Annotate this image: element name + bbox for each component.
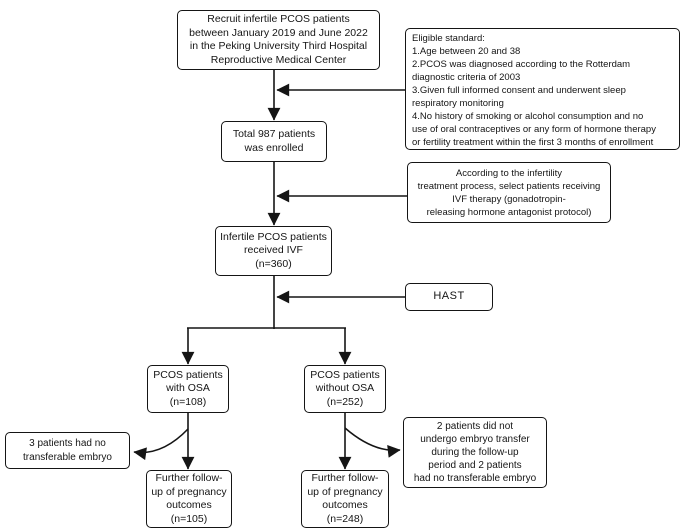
ivf-selection-note-box: According to the infertility treatment p… (407, 162, 611, 223)
enrolled-total-box: Total 987 patients was enrolled (221, 121, 327, 162)
non-osa-followup-box: Further follow- up of pregnancy outcomes… (301, 470, 389, 528)
eligibility-criteria-box: Eligible standard: 1.Age between 20 and … (405, 28, 680, 150)
non-osa-excluded-box: 2 patients did not undergo embryo transf… (403, 417, 547, 488)
recruit-box: Recruit infertile PCOS patients between … (177, 10, 380, 70)
non-osa-group-box: PCOS patients without OSA (n=252) (304, 365, 386, 413)
arrow-non-osa-to-excluded (344, 427, 401, 458)
osa-excluded-box: 3 patients had no transferable embryo (5, 432, 130, 469)
osa-group-box: PCOS patients with OSA (n=108) (147, 365, 229, 413)
received-ivf-box: Infertile PCOS patients received IVF (n=… (215, 226, 332, 276)
osa-followup-box: Further follow- up of pregnancy outcomes… (146, 470, 232, 528)
arrow-osa-to-excluded (133, 428, 189, 461)
hast-box: HAST (405, 283, 493, 311)
